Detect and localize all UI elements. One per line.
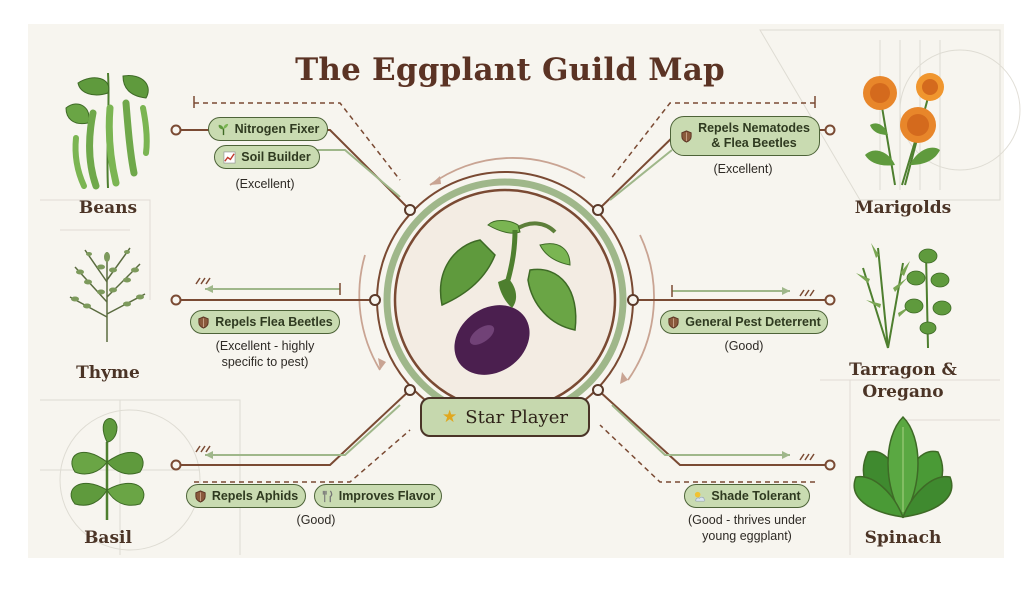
star-player-label: Star Player	[465, 406, 568, 428]
shield-icon	[680, 129, 693, 143]
benefit-nitrogen-fixer: Nitrogen Fixer	[208, 117, 328, 141]
benefit-label: Improves Flavor	[338, 489, 436, 503]
benefit-label-line-2: & Flea Beetles	[711, 136, 797, 150]
plant-name-tarragon-oregano: Tarragon & Oregano	[823, 359, 983, 403]
plant-name-line-1: Tarragon &	[849, 360, 957, 380]
benefit-repels-nematodes-flea-beetles: Repels Nematodes & Flea Beetles	[670, 116, 820, 156]
rating-line-1: (Excellent - highly	[215, 339, 315, 353]
page-title: The Eggplant Guild Map	[295, 52, 725, 88]
chart-up-icon	[223, 151, 236, 164]
benefit-soil-builder: Soil Builder	[214, 145, 320, 169]
beans-illustration	[65, 72, 150, 190]
benefit-repels-aphids: Repels Aphids	[186, 484, 306, 508]
rating-marigolds: (Excellent)	[713, 162, 773, 176]
plant-name-thyme: Thyme	[76, 363, 140, 383]
plant-name-beans: Beans	[78, 198, 138, 218]
marigolds-illustration	[863, 73, 944, 186]
basil-illustration	[70, 418, 145, 520]
rating-beans: (Excellent)	[235, 177, 295, 191]
benefit-improves-flavor: Improves Flavor	[314, 484, 442, 508]
benefit-label-line-1: Repels Nematodes	[698, 121, 810, 135]
plant-name-marigolds: Marigolds	[854, 198, 952, 218]
benefit-label: Nitrogen Fixer	[234, 122, 320, 136]
benefit-label: Shade Tolerant	[711, 489, 801, 503]
shield-icon	[197, 315, 210, 329]
rating-line-2: young eggplant)	[702, 529, 792, 543]
star-player-badge: ★ Star Player	[420, 397, 590, 437]
shield-icon	[194, 489, 207, 503]
benefit-label: General Pest Deterrent	[685, 315, 821, 329]
benefit-label: Repels Nematodes & Flea Beetles	[698, 121, 810, 151]
benefit-label: Repels Aphids	[211, 489, 299, 503]
rating-thyme: (Excellent - highly specific to pest)	[190, 338, 340, 370]
plant-name-basil: Basil	[84, 528, 132, 548]
sun-cloud-icon	[693, 490, 706, 503]
star-icon: ★	[442, 406, 458, 427]
sprout-icon	[217, 123, 230, 136]
plant-name-line-2: Oregano	[862, 382, 944, 402]
benefit-label: Repels Flea Beetles	[215, 315, 333, 329]
benefit-repels-flea-beetles: Repels Flea Beetles	[190, 310, 340, 334]
benefit-shade-tolerant: Shade Tolerant	[684, 484, 810, 508]
benefit-general-pest-deterrent: General Pest Deterrent	[660, 310, 828, 334]
rating-line-2: specific to pest)	[221, 355, 309, 369]
benefit-label: Soil Builder	[241, 150, 311, 164]
eggplant-illustration	[439, 220, 577, 375]
shield-icon	[667, 315, 680, 329]
spinach-illustration	[853, 415, 953, 519]
fork-knife-icon	[321, 489, 334, 503]
plant-name-spinach: Spinach	[864, 528, 942, 548]
rating-tarragon-oregano: (Good)	[724, 339, 764, 353]
tarragon-oregano-illustration	[856, 243, 952, 349]
rating-basil: (Good)	[296, 513, 336, 527]
rating-spinach: (Good - thrives under young eggplant)	[672, 512, 822, 544]
rating-line-1: (Good - thrives under	[687, 513, 807, 527]
thyme-illustration	[69, 247, 146, 342]
